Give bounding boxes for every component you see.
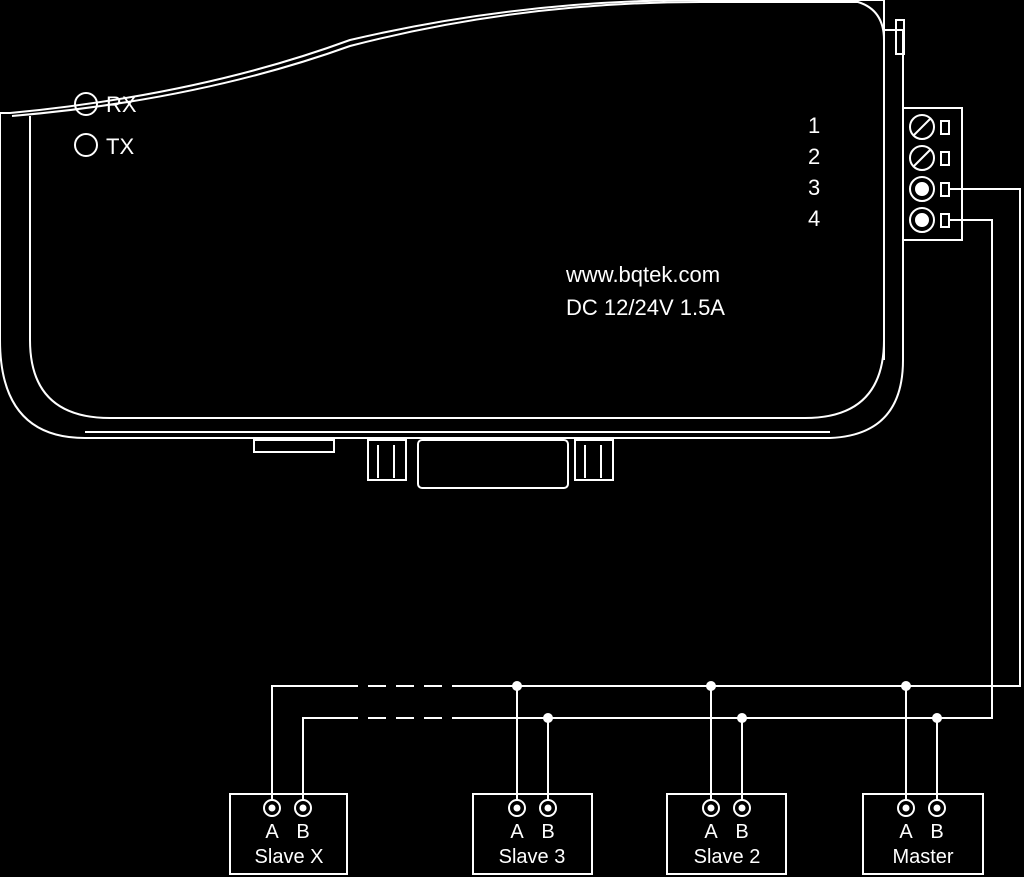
bus-line-a: [470, 188, 1021, 687]
db9-left-screw: [367, 439, 407, 481]
screw-terminal-4-icon: [909, 207, 950, 233]
node-slave-3: A B Slave 3: [472, 793, 593, 875]
pin-a-label: A: [899, 821, 913, 843]
website-label: www.bqtek.com: [565, 262, 720, 287]
pin-b-icon: [539, 799, 557, 817]
screw-terminal-2-icon: [909, 145, 950, 171]
junction-dot: [901, 681, 911, 691]
junction-dot: [706, 681, 716, 691]
bus-line-b: [470, 219, 993, 719]
bus-line-b-end: [302, 717, 350, 800]
pin-b-label: B: [296, 821, 309, 843]
screw-terminal-3-icon: [909, 176, 950, 202]
side-port-slot: [253, 439, 335, 453]
terminal-number-3: 3: [808, 175, 820, 200]
led-indicators: RX TX: [74, 92, 137, 159]
pin-a-icon: [263, 799, 281, 817]
pin-b-label: B: [930, 821, 943, 843]
bus-nodes: A B Slave X A B Slave 3 A B Slave 2 A: [229, 793, 984, 875]
pin-b-label: B: [735, 821, 748, 843]
node-name: Slave 2: [694, 846, 761, 868]
pin-a-label: A: [510, 821, 524, 843]
pin-b-label: B: [541, 821, 554, 843]
db9-connector: [253, 439, 614, 489]
rx-led-icon: [74, 92, 98, 116]
rx-led-label: RX: [106, 92, 137, 117]
terminal-numbers: 1 2 3 4: [808, 113, 820, 231]
junction-dot: [512, 681, 522, 691]
db9-right-screw: [574, 439, 614, 481]
housing-rear-tab: [895, 19, 905, 55]
pin-b-icon: [928, 799, 946, 817]
power-rating-label: DC 12/24V 1.5A: [566, 295, 725, 320]
node-master: A B Master: [862, 793, 984, 875]
node-box: [229, 793, 348, 875]
terminal-number-4: 4: [808, 206, 820, 231]
pin-a-icon: [508, 799, 526, 817]
junction-dots: [512, 681, 942, 723]
node-name: Slave X: [255, 846, 324, 868]
pin-a-icon: [897, 799, 915, 817]
bus-line-a-end: [271, 685, 350, 800]
db9-shell: [417, 439, 569, 489]
node-box: [862, 793, 984, 875]
converter-housing: [0, 0, 905, 439]
pin-b-icon: [733, 799, 751, 817]
pin-a-icon: [702, 799, 720, 817]
housing-outer-outline: [0, 0, 904, 439]
housing-inner-face: [11, 1, 885, 419]
tx-led-label: TX: [106, 134, 134, 159]
node-slave-x: A B Slave X: [229, 793, 348, 875]
junction-dot: [737, 713, 747, 723]
pin-b-icon: [294, 799, 312, 817]
terminal-number-2: 2: [808, 144, 820, 169]
screw-terminal-1-icon: [909, 114, 950, 140]
terminal-number-1: 1: [808, 113, 820, 138]
bus-wiring: [271, 188, 1021, 800]
junction-dot: [543, 713, 553, 723]
node-slave-2: A B Slave 2: [666, 793, 787, 875]
pin-a-label: A: [265, 821, 279, 843]
node-box: [666, 793, 787, 875]
junction-dot: [932, 713, 942, 723]
node-name: Slave 3: [499, 846, 566, 868]
pin-a-label: A: [704, 821, 718, 843]
node-name: Master: [892, 846, 953, 868]
tx-led-icon: [74, 133, 98, 157]
node-box: [472, 793, 593, 875]
